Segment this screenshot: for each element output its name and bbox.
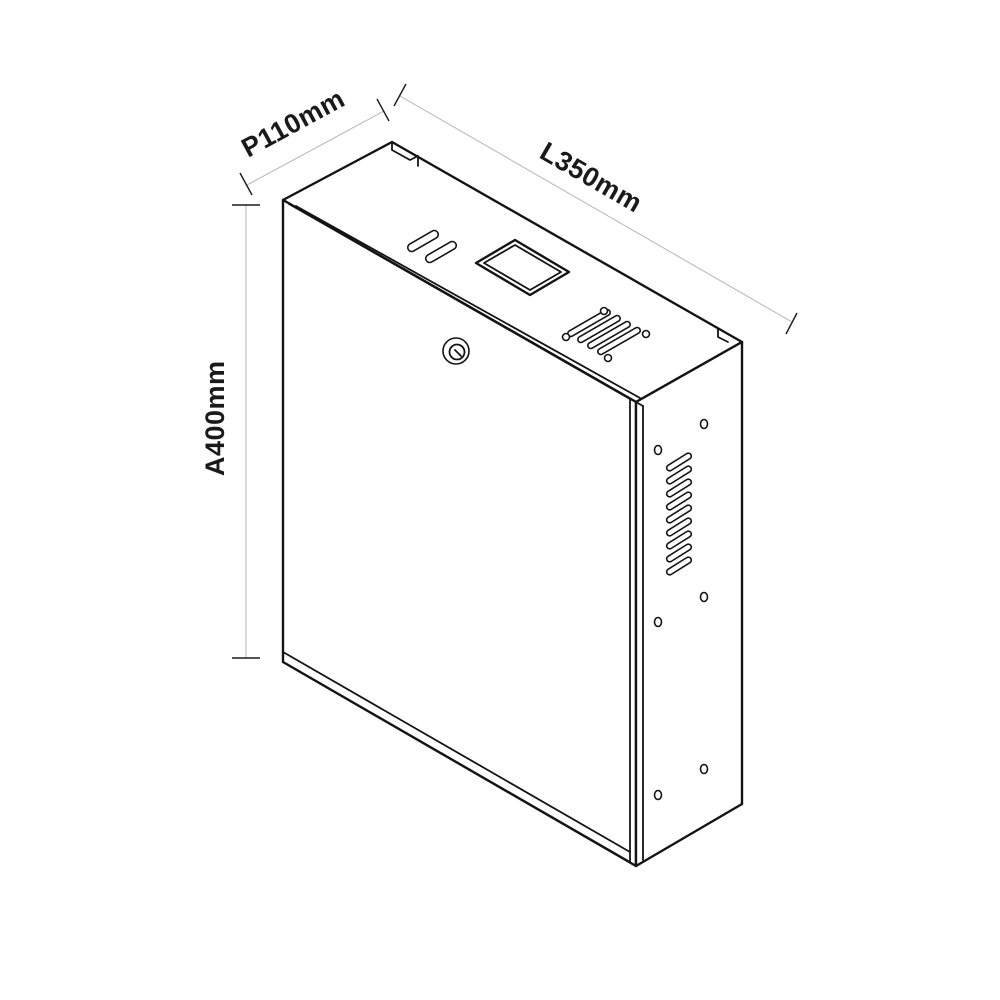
side-vent-slot: [665, 517, 693, 537]
side-corner-edge: [635, 401, 644, 407]
grille-slot: [587, 320, 631, 350]
vent-slot: [406, 229, 440, 253]
side-screw-hole: [653, 789, 663, 801]
height-label: A400mm: [200, 360, 230, 476]
side-vent-slots: [665, 452, 693, 576]
side-vent-slot: [665, 504, 693, 524]
top-vent-slots-left: [406, 229, 458, 264]
grille-screw: [599, 306, 609, 316]
depth-label: P110mm: [237, 83, 350, 163]
side-screw-hole: [699, 418, 709, 430]
depth-tick-right: [376, 98, 390, 122]
side-vent-slot: [665, 543, 693, 563]
top-rear-tab-right: [717, 328, 729, 343]
top-grille: [561, 306, 651, 363]
grille-slot: [597, 326, 641, 356]
side-screw-hole: [653, 444, 663, 456]
grille-screw: [561, 332, 571, 342]
enclosure-box: [281, 140, 744, 868]
side-vent-slot: [665, 491, 693, 511]
vent-slot: [424, 240, 458, 264]
depth-tick-left: [239, 172, 253, 196]
door-bottom-edge: [282, 651, 631, 853]
grille-screw: [641, 329, 651, 339]
side-vent-slot: [665, 465, 693, 485]
door-frame-inner: [288, 203, 631, 863]
side-vent-slot: [665, 556, 693, 576]
side-screw-hole: [699, 763, 709, 775]
depth-dimension-line: [246, 110, 385, 186]
length-tick-right: [785, 312, 798, 335]
side-screw-holes: [653, 418, 709, 801]
grille-screw: [603, 353, 613, 363]
length-dimension-line: [399, 95, 793, 323]
top-rear-tab-left: [391, 141, 419, 167]
side-screw-hole: [653, 616, 663, 628]
lock-icon: [442, 337, 470, 365]
top-front-edge: [295, 205, 641, 399]
grille-slot: [577, 314, 621, 344]
lock-keyway: [454, 349, 462, 357]
length-tick-left: [393, 83, 407, 107]
dimension-height: A400mm: [200, 204, 260, 659]
door-bottom-edge-lower: [282, 661, 631, 863]
display-window-inner: [483, 244, 562, 291]
lock-inner: [448, 343, 466, 361]
side-vent-slot: [665, 478, 693, 498]
side-vent-slot: [665, 530, 693, 550]
right-side-face: [634, 340, 744, 868]
side-screw-hole: [699, 591, 709, 603]
side-vent-slot: [665, 452, 693, 472]
top-display-window: [474, 238, 571, 297]
